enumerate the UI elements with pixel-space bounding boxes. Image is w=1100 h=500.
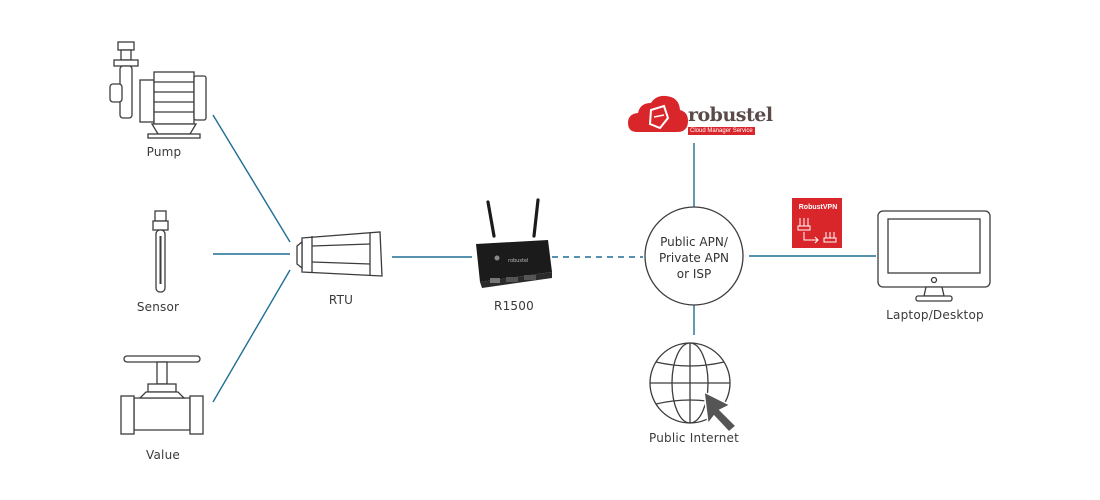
brand-subtitle: Cloud Manager Service	[688, 127, 755, 135]
hub-line-1: Public APN/	[660, 235, 728, 249]
valve-label: Value	[146, 448, 180, 462]
hub-node	[644, 206, 744, 306]
router-icon: robustel	[476, 198, 552, 288]
link-valve-rtu	[212, 269, 291, 403]
rtu-icon	[296, 231, 383, 277]
globe-icon	[649, 342, 738, 434]
laptop-label: Laptop/Desktop	[886, 308, 984, 322]
cloud-icon	[628, 95, 688, 132]
svg-text:robustel: robustel	[508, 258, 528, 264]
valve-icon	[120, 355, 204, 435]
vpn-label: RobustVPN	[798, 204, 838, 211]
vpn-icon	[792, 198, 842, 248]
brand-logo-text: robustel	[688, 104, 773, 126]
hub-line-2: Private APN	[658, 251, 730, 265]
pump-label: Pump	[146, 145, 182, 159]
cloud-brand: robustel Cloud Manager Service	[632, 103, 773, 135]
router-label: R1500	[494, 299, 534, 313]
pump-icon	[109, 41, 207, 139]
link-pump-rtu	[212, 114, 291, 243]
monitor-icon	[877, 210, 991, 302]
hub-label: Public APN/ Private APN or ISP	[646, 234, 742, 282]
hub-line-3: or ISP	[676, 267, 712, 281]
rtu-label: RTU	[328, 293, 354, 307]
sensor-icon	[152, 210, 169, 293]
sensor-label: Sensor	[136, 300, 180, 314]
internet-label: Public Internet	[649, 431, 739, 445]
